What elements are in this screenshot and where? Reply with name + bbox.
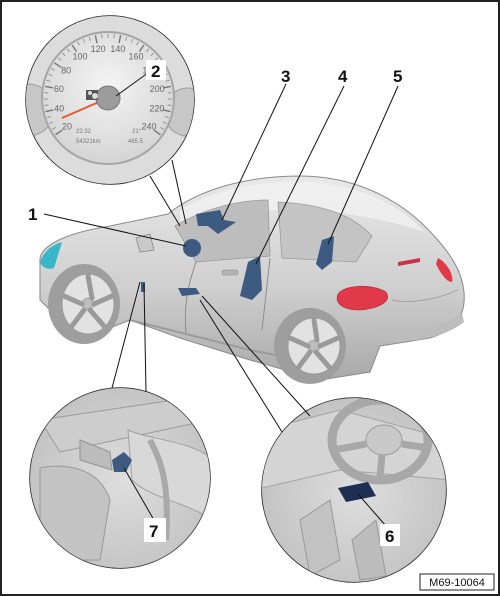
speedometer-tick [118, 35, 122, 44]
speedometer-tick [82, 38, 86, 43]
speedometer-tick [138, 44, 145, 53]
speedometer-tick [154, 57, 159, 61]
speedometer-tick [94, 35, 98, 44]
speedometer-tick [125, 36, 128, 41]
odometer-readout: 54321km [76, 139, 101, 145]
part-7-highlight-car [141, 282, 145, 292]
figure-reference: M69-10064 [419, 573, 495, 591]
speedometer-tick [54, 62, 62, 68]
speedometer-tick [165, 79, 170, 82]
callout-1: 1 [28, 205, 37, 224]
speedometer-scale-label: 160 [129, 52, 144, 62]
speedometer-tick [153, 129, 161, 136]
speedometer-ticks [44, 34, 172, 136]
speedometer-scale-label: 120 [91, 44, 106, 54]
speedometer-tick [146, 48, 150, 53]
speedometer-scale-label: 240 [141, 122, 156, 132]
speedometer-tick [66, 48, 70, 53]
speedometer-tick [51, 68, 55, 71]
speedometer-tick [162, 109, 171, 113]
speedometer-tick [45, 109, 54, 113]
callout-5: 5 [393, 67, 402, 86]
speedometer-tick [71, 44, 78, 53]
speedometer-scale-label: 80 [61, 66, 71, 76]
speedometer-tick [46, 79, 51, 82]
trip-readout: 465.5 [128, 139, 144, 145]
speedometer-tick [62, 52, 66, 57]
speedometer-tick [77, 41, 80, 46]
callout-2: 2 [151, 62, 160, 81]
callout-6: 6 [385, 527, 394, 546]
speedometer-tick [57, 57, 62, 61]
callout-4: 4 [338, 67, 348, 86]
speedometer-tick [162, 121, 167, 124]
speedometer-tick [52, 127, 56, 130]
speedometer-scale-label: 60 [54, 84, 64, 94]
speedometer-tick [130, 38, 134, 43]
speedometer-scale-label: 100 [72, 52, 87, 62]
speedometer-tick [164, 116, 169, 119]
part-4-highlight [240, 256, 262, 300]
instrument-cluster-inset: 20406080100120140160180200220240 22:32 2… [25, 15, 195, 185]
speedometer-tick [160, 127, 164, 130]
speedometer-hub [95, 85, 121, 111]
speedometer-scale-label: 20 [62, 122, 72, 132]
speedometer-tick [136, 41, 139, 46]
speedometer-tick [55, 129, 63, 136]
speedometer-scale-label: 40 [54, 104, 64, 114]
speedometer-tick [150, 52, 154, 57]
part-5-highlight [316, 236, 334, 270]
airbag-warning-icon [86, 90, 98, 100]
speedometer-tick [44, 85, 54, 89]
figure-reference-code: M69-10064 [429, 577, 485, 589]
part-6-highlight-car [178, 288, 200, 296]
callout-3: 3 [281, 67, 290, 86]
callout-7: 7 [149, 522, 158, 541]
outside-temp-readout: 21° [132, 129, 142, 135]
callout-labels: 2 1 3 4 5 6 7 [28, 60, 402, 546]
speedometer-tick [88, 36, 91, 41]
clock-readout: 22:32 [76, 129, 92, 135]
front-wheel [48, 264, 120, 344]
part-1-highlight [183, 239, 201, 257]
speedometer-tick [49, 121, 54, 124]
speedometer-scale-label: 220 [149, 104, 164, 114]
speedometer-scale-label: 140 [110, 44, 125, 54]
leader-lines [43, 69, 399, 527]
part-7-connector [112, 452, 132, 472]
highlighted-components [141, 210, 334, 300]
speedometer-scale-label: 200 [150, 84, 165, 94]
rear-wheel [274, 308, 346, 384]
speedometer-tick [47, 116, 52, 119]
speedometer-tick [48, 73, 53, 77]
part-3-highlight [196, 210, 236, 234]
part-6-control-unit [338, 482, 376, 502]
speedometer-tick [162, 85, 172, 89]
